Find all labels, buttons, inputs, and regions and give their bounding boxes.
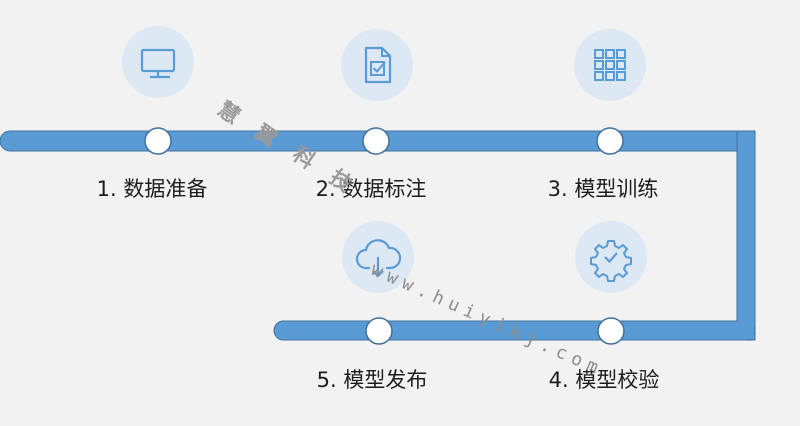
step-label-2: 2. 数据标注 xyxy=(315,177,427,201)
step-label-1: 1. 数据准备 xyxy=(96,177,208,201)
node-1 xyxy=(144,127,172,155)
node-5 xyxy=(365,317,393,345)
step-label-4: 4. 模型校验 xyxy=(548,368,660,392)
grid-icon xyxy=(574,29,646,101)
node-4 xyxy=(597,317,625,345)
monitor-icon xyxy=(122,26,194,98)
node-2 xyxy=(362,127,390,155)
document-check-icon xyxy=(341,29,413,101)
step-label-3: 3. 模型训练 xyxy=(547,177,659,201)
node-3 xyxy=(596,127,624,155)
cloud-download-icon xyxy=(342,221,414,293)
bottom-track xyxy=(273,320,756,341)
gear-check-icon xyxy=(575,221,647,293)
step-label-5: 5. 模型发布 xyxy=(316,368,428,392)
